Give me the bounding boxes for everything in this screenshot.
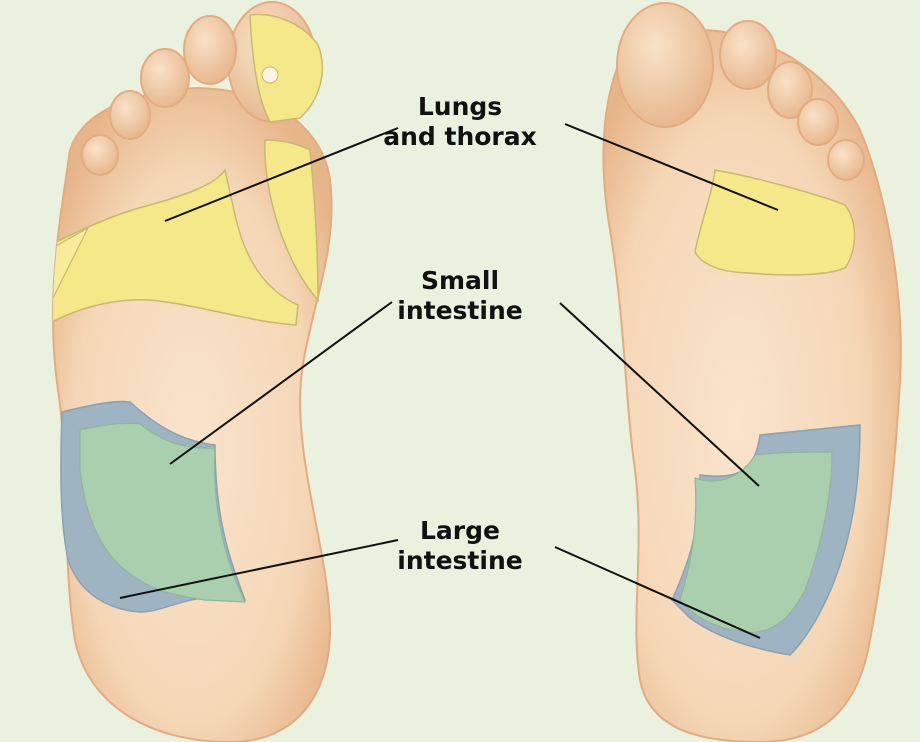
label-large-line2: intestine <box>380 546 540 576</box>
label-lungs-and-thorax: Lungs and thorax <box>380 92 540 152</box>
left-toe-2 <box>184 16 236 84</box>
left-toe-3 <box>141 49 189 107</box>
right-toe-big <box>617 3 713 127</box>
label-small-line1: Small <box>380 266 540 296</box>
left-toe-dot <box>262 67 278 83</box>
right-toe-5 <box>828 140 864 180</box>
label-small-line2: intestine <box>380 296 540 326</box>
label-lungs-line2: and thorax <box>380 122 540 152</box>
label-small-intestine: Small intestine <box>380 266 540 326</box>
left-toe-5 <box>82 135 118 175</box>
label-large-line1: Large <box>380 516 540 546</box>
right-toe-4 <box>798 99 838 145</box>
left-toe-4 <box>110 91 150 139</box>
right-toe-2 <box>720 21 776 89</box>
left-foot <box>38 2 332 742</box>
right-foot <box>603 3 900 742</box>
label-lungs-line1: Lungs <box>380 92 540 122</box>
label-large-intestine: Large intestine <box>380 516 540 576</box>
